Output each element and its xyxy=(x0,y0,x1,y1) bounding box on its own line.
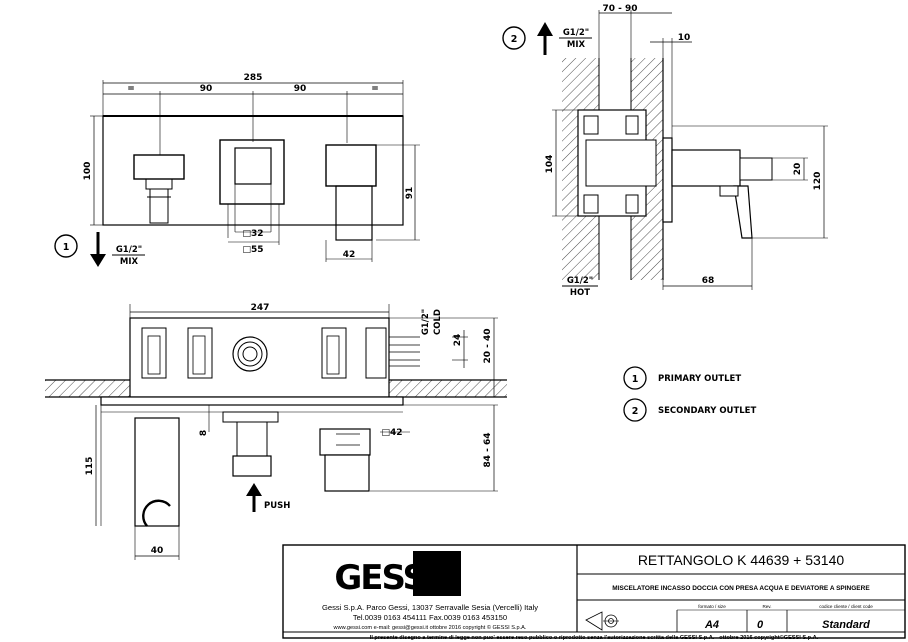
dim-square-inner: □32 xyxy=(242,229,263,239)
dim-front-height: 100 xyxy=(83,162,93,181)
dim-side-projection: 68 xyxy=(702,276,715,286)
front-view xyxy=(54,80,420,267)
dim-side-depth: 70 - 90 xyxy=(602,4,637,14)
company-contact: Tel.0039 0163 454111 Fax.0039 0163 45315… xyxy=(353,613,507,622)
dim-side-total-height: 120 xyxy=(813,172,823,191)
title-block xyxy=(282,544,906,639)
dim-top-holder-width: 40 xyxy=(151,546,164,556)
dim-front-total: 285 xyxy=(244,73,263,83)
side-inlet-type: HOT xyxy=(570,288,590,298)
dim-side-plate: 10 xyxy=(678,33,691,43)
dim-top-wall: 8 xyxy=(199,430,209,436)
legend-markers xyxy=(623,366,647,422)
legend-1-label: PRIMARY OUTLET xyxy=(658,374,741,384)
dim-front-equal-left: = xyxy=(127,84,135,94)
format-label: formato / size xyxy=(698,604,726,609)
product-title: RETTANGOLO K 44639 + 53140 xyxy=(638,552,845,568)
dim-front-spacing-left: 90 xyxy=(200,84,213,94)
side-view xyxy=(502,10,828,290)
format-value: A4 xyxy=(704,619,719,631)
push-label: PUSH xyxy=(264,501,290,511)
brand-logo: GESSI xyxy=(334,558,435,598)
dim-top-depth-range: 20 - 40 xyxy=(483,328,493,363)
dim-top-holder-height: 115 xyxy=(85,457,95,476)
dim-top-handle: □42 xyxy=(381,428,402,438)
dim-top-width: 247 xyxy=(251,303,270,313)
outlet-1-number: 1 xyxy=(63,242,70,253)
legend-1-number: 1 xyxy=(632,374,639,385)
dim-front-equal-right: = xyxy=(371,84,379,94)
outlet-1-thread: G1/2" xyxy=(116,245,142,255)
outlet-2-thread: G1/2" xyxy=(563,28,589,38)
outlet-2-number: 2 xyxy=(511,34,518,45)
top-inlet-type: COLD xyxy=(433,309,443,335)
dim-front-right-height: 91 xyxy=(405,187,415,200)
company-address: Gessi S.p.A. Parco Gessi, 13037 Serraval… xyxy=(322,603,538,612)
top-inlet-thread: G1/2" xyxy=(421,309,431,335)
dim-top-projection-range: 84 - 64 xyxy=(483,432,493,467)
client-code-value: Standard xyxy=(822,619,870,631)
rev-value: 0 xyxy=(757,619,764,631)
legal-notice: Il presente disegno a termine di legge n… xyxy=(370,634,819,641)
side-inlet-thread: G1/2" xyxy=(567,276,593,286)
dim-square-outer: □55 xyxy=(242,245,263,255)
dim-front-spacing-right: 90 xyxy=(294,84,307,94)
client-code-label: codice cliente / client code xyxy=(819,604,873,609)
company-web: www.gessi.com e-mail: gessi@gessi.it ott… xyxy=(333,624,527,631)
dim-handle-width: 42 xyxy=(343,250,356,260)
dim-side-body-height: 104 xyxy=(545,155,555,174)
legend-2-number: 2 xyxy=(632,406,639,417)
product-description: MISCELATORE INCASSO DOCCIA CON PRESA ACQ… xyxy=(612,585,870,592)
rev-label: Rev. xyxy=(762,604,771,609)
dim-top-inlet-offset: 24 xyxy=(453,334,463,347)
top-view xyxy=(45,304,507,560)
legend-2-label: SECONDARY OUTLET xyxy=(658,406,756,416)
dim-side-stem: 20 xyxy=(793,163,803,176)
outlet-2-type: MIX xyxy=(567,40,586,50)
outlet-1-type: MIX xyxy=(120,257,139,267)
